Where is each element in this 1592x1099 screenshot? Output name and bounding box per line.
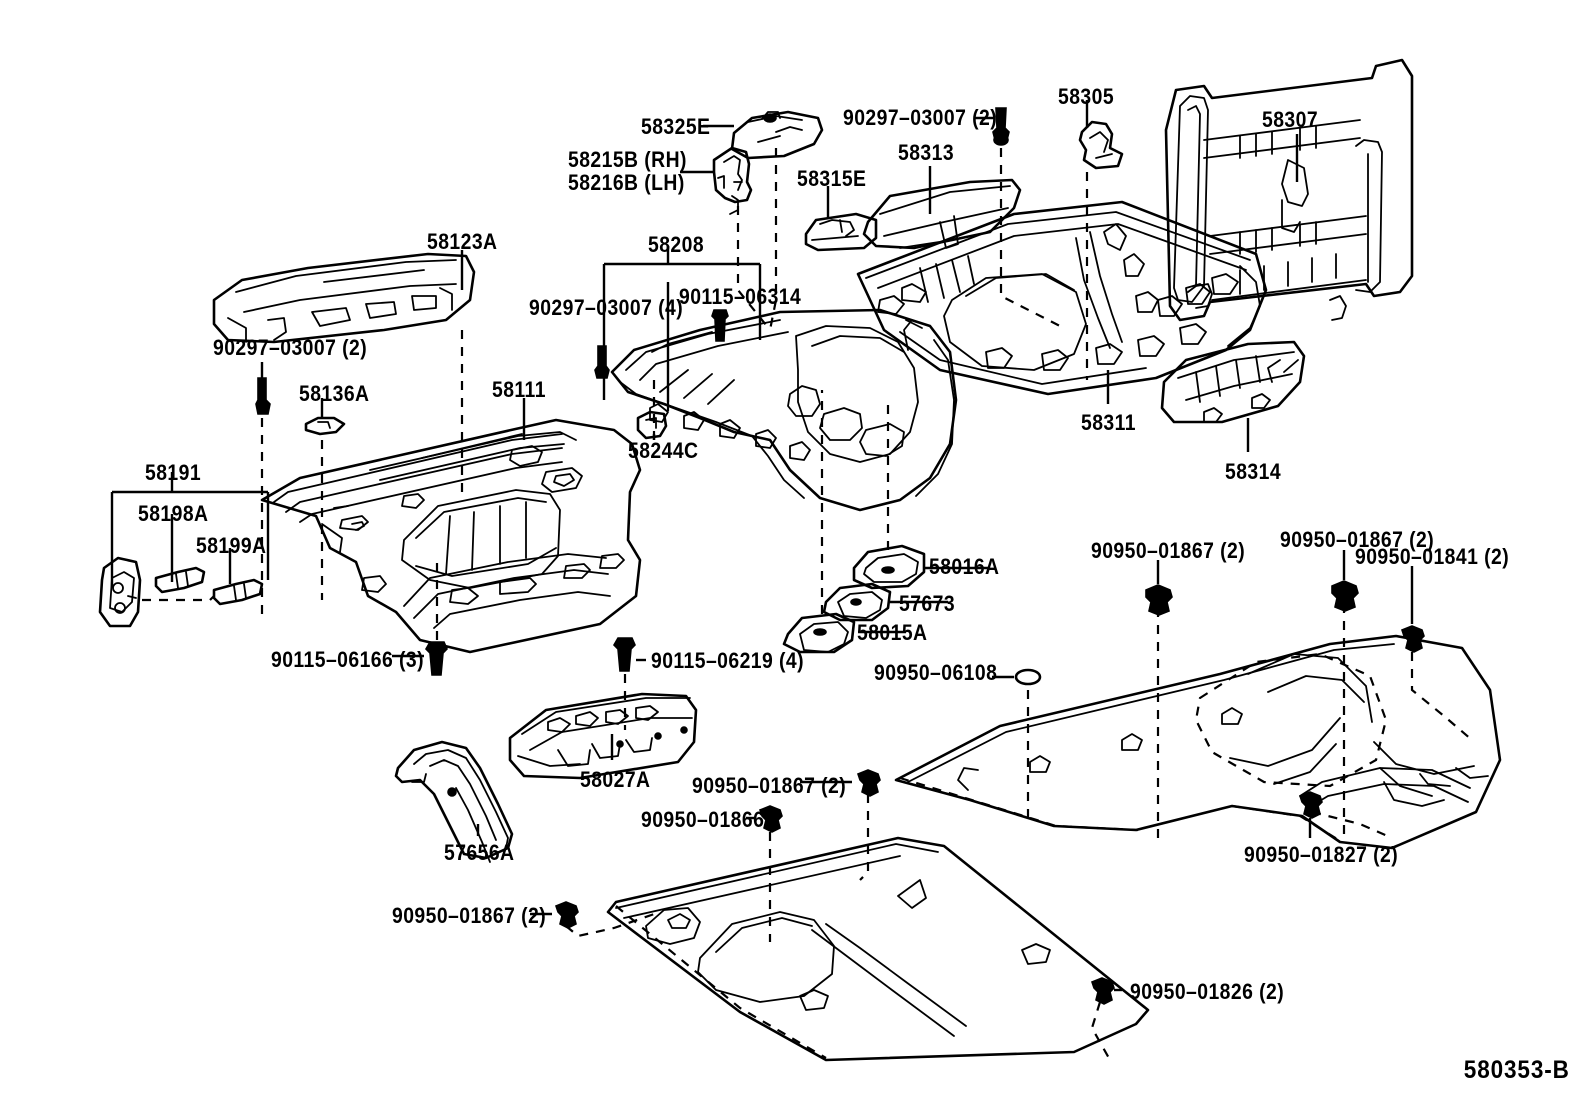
label-58198a: 58198A	[138, 501, 209, 526]
label-58123a: 58123A	[427, 229, 498, 254]
label-58208: 58208	[648, 232, 705, 257]
label-58111: 58111	[492, 377, 546, 402]
label-57656a: 57656A	[444, 840, 515, 865]
label-58136a: 58136A	[299, 381, 370, 406]
part-58311	[856, 200, 1268, 396]
part-58208	[610, 308, 958, 512]
label-90950-01826: 90950–01826 (2)	[1130, 979, 1285, 1004]
label-90950-01827: 90950–01827 (2)	[1244, 842, 1399, 867]
label-58311: 58311	[1081, 410, 1136, 435]
diagram-code: 580353-B	[1463, 1056, 1570, 1084]
part-58199a-pin	[212, 578, 264, 606]
part-58244c	[636, 410, 668, 440]
fastener-90297-03007-four	[594, 345, 610, 379]
label-58244c: 58244C	[628, 438, 699, 463]
part-58136a	[304, 416, 346, 436]
part-58314	[1160, 340, 1306, 424]
label-90115-06219: 90115–06219 (4)	[651, 648, 805, 673]
part-58305	[1078, 120, 1124, 170]
part-58307	[1164, 58, 1414, 322]
fastener-90297-03007-left	[255, 377, 271, 415]
label-90950-01867-c: 90950–01867 (2)	[692, 773, 847, 798]
part-58016a	[852, 544, 926, 590]
label-90115-06166: 90115–06166 (3)	[271, 647, 425, 672]
label-58307: 58307	[1262, 107, 1319, 132]
label-90950-01866: 90950–01866	[641, 807, 765, 832]
fastener-90950-01867-c	[857, 769, 881, 797]
label-90297-03007-left: 90297–03007 (2)	[213, 335, 368, 360]
fastener-90950-01867-a	[1145, 584, 1173, 616]
part-58123a	[212, 252, 476, 344]
fastener-90950-01841	[1401, 625, 1425, 653]
label-58016a: 58016A	[929, 554, 1000, 579]
label-58215b-rh: 58215B (RH)	[568, 147, 687, 172]
label-90950-01867-b: 90950–01867 (2)	[1280, 527, 1435, 552]
label-58027a: 58027A	[580, 767, 651, 792]
part-insulator-bottom-right	[894, 634, 1502, 850]
label-90950-01867-d: 90950–01867 (2)	[392, 903, 547, 928]
label-58015a: 58015A	[857, 620, 928, 645]
part-58191-bracket	[98, 556, 142, 628]
part-58198a-pin	[154, 566, 206, 594]
fastener-90950-01826	[1091, 977, 1115, 1005]
fastener-90950-01867-b	[1331, 580, 1359, 612]
part-58111	[260, 418, 642, 654]
part-insulator-bottom-center	[606, 836, 1150, 1062]
label-58315e: 58315E	[797, 166, 867, 191]
part-58315e	[804, 212, 878, 252]
fastener-90950-01867-d	[555, 901, 579, 929]
fastener-90950-06108	[1014, 668, 1042, 686]
label-90115-06314: 90115–06314	[679, 284, 802, 309]
label-58314: 58314	[1225, 459, 1282, 484]
label-58191: 58191	[145, 460, 202, 485]
part-58325e	[730, 110, 824, 160]
label-90950-01841: 90950–01841 (2)	[1355, 544, 1510, 569]
fastener-90297-03007-top	[992, 107, 1010, 146]
label-58305: 58305	[1058, 84, 1115, 109]
label-58199a: 58199A	[196, 533, 267, 558]
label-90950-06108: 90950–06108	[874, 660, 998, 685]
part-58313	[862, 178, 1022, 250]
fastener-90950-01866	[759, 805, 783, 833]
label-58313: 58313	[898, 140, 955, 165]
fastener-90115-06314	[711, 309, 729, 342]
label-57673: 57673	[899, 591, 956, 616]
label-58216b-lh: 58216B (LH)	[568, 170, 685, 195]
label-90297-03007-top: 90297–03007 (2)	[843, 105, 998, 130]
part-57656a	[394, 740, 514, 863]
fastener-90115-06166	[425, 641, 448, 676]
fastener-90115-06219	[613, 637, 636, 672]
part-58015a	[782, 612, 856, 654]
label-58325e: 58325E	[641, 114, 711, 139]
label-90950-01867-a: 90950–01867 (2)	[1091, 538, 1246, 563]
label-90297-03007-four: 90297–03007 (4)	[529, 295, 684, 320]
part-58027a	[508, 692, 698, 780]
part-58215b-58216b	[712, 146, 753, 215]
